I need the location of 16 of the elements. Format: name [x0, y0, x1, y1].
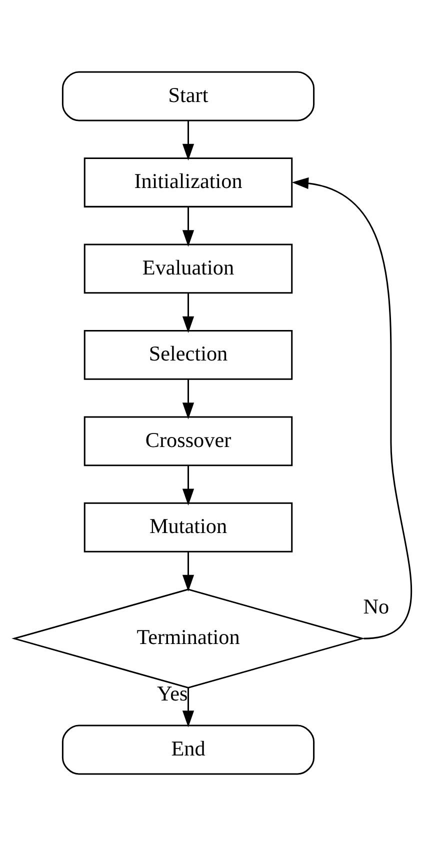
arrow	[182, 206, 194, 247]
arrow	[182, 465, 194, 506]
node-box: Start	[62, 71, 315, 122]
edge-label: No	[363, 594, 390, 618]
arrow	[292, 177, 412, 640]
node-box: Evaluation	[84, 244, 293, 294]
arrow	[182, 120, 194, 161]
node-box: Initialization	[84, 158, 293, 208]
node-box: End	[62, 724, 315, 775]
node-box: Selection	[84, 330, 293, 380]
arrow	[182, 292, 194, 333]
arrow	[182, 552, 194, 592]
arrow	[182, 379, 194, 420]
node-box: Crossover	[84, 416, 293, 466]
arrow	[182, 688, 194, 728]
node-box: Mutation	[84, 502, 293, 552]
